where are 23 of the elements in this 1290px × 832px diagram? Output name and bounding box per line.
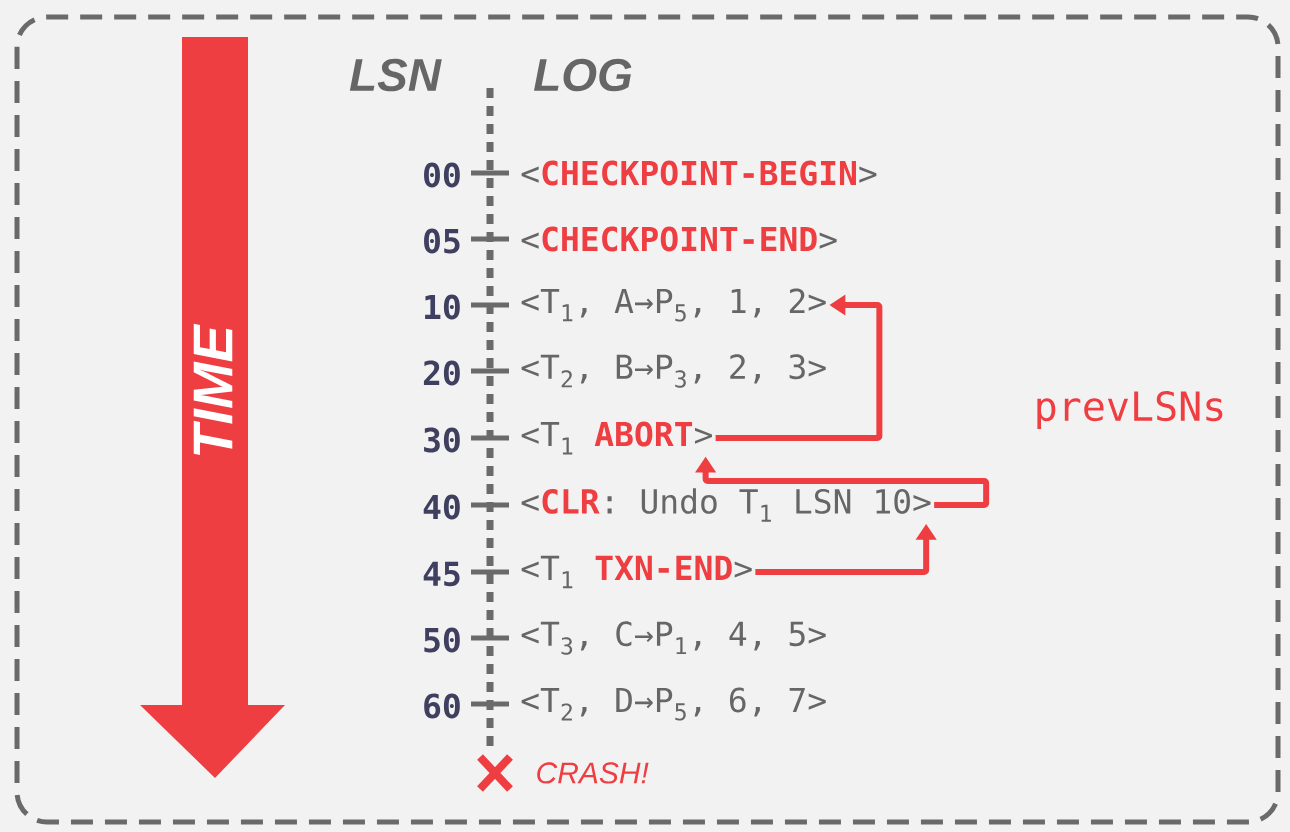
lsn-number: 45 <box>423 561 460 587</box>
lsn-number: 20 <box>423 360 460 386</box>
lsn-number: 50 <box>424 627 460 653</box>
log-record: <CHECKPOINT-BEGIN> <box>521 160 877 186</box>
axis-label: TIME <box>193 323 233 455</box>
crash-label: CRASH! <box>537 762 649 784</box>
lsn-number: 60 <box>424 693 460 719</box>
log-record: <T$_{1}$ ABORT> <box>521 421 712 455</box>
log-record: <T$_{1}$ TXN-END> <box>521 555 752 589</box>
lsn-number: 10 <box>425 294 460 320</box>
log-record: <T$_{1}$, A→P$_{5}$, 1, 2> <box>521 288 826 322</box>
column-header: LOG <box>534 58 632 92</box>
log-record: <T$_{3}$, C→P$_{1}$, 4, 5> <box>521 621 826 655</box>
lsn-number: 00 <box>424 162 460 188</box>
lsn-number: 05 <box>424 228 460 254</box>
log-record: <T$_{2}$, D→P$_{5}$, 6, 7> <box>521 687 826 721</box>
log-record: <T$_{2}$, B→P$_{3}$, 2, 3> <box>521 354 826 388</box>
log-record: <CHECKPOINT-END> <box>521 226 837 252</box>
annotation-label: prevLSNs <box>1037 391 1223 429</box>
lsn-number: 40 <box>423 494 460 520</box>
column-header: LSN <box>349 58 442 92</box>
log-record: <CLR: Undo T$_{1}$ LSN 10> <box>521 488 931 522</box>
lsn-number: 30 <box>424 427 460 453</box>
